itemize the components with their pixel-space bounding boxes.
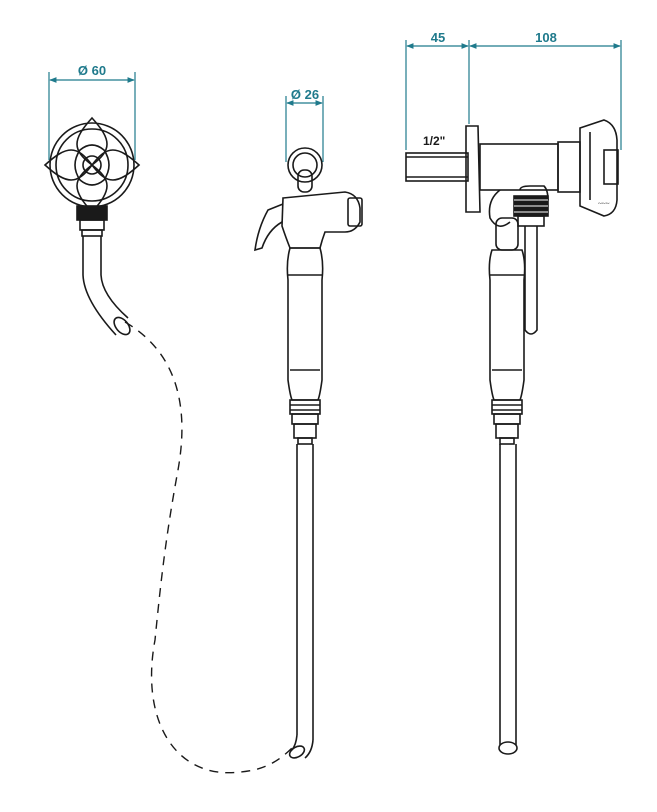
- side-view-valve: ~~~: [405, 119, 619, 335]
- dimension-handle-label: Ø 26: [291, 87, 319, 102]
- dimension-valve-length-label: 108: [535, 30, 557, 45]
- dimension-rosette-label: Ø 60: [78, 63, 106, 78]
- dimension-rosette: [48, 72, 136, 160]
- svg-text:~~~: ~~~: [598, 200, 610, 208]
- dimension-handle: [285, 96, 324, 162]
- dimension-projection-label: 45: [431, 30, 445, 45]
- front-view-valve: [43, 116, 141, 237]
- hose-continuation-dashed: [124, 321, 296, 774]
- thread-size-label: 1/2": [423, 134, 445, 148]
- side-view-sprayer: [488, 249, 526, 755]
- middle-view-sprayer: [254, 147, 363, 759]
- dimension-projection: [405, 40, 470, 150]
- dimension-valve-length: [469, 40, 622, 150]
